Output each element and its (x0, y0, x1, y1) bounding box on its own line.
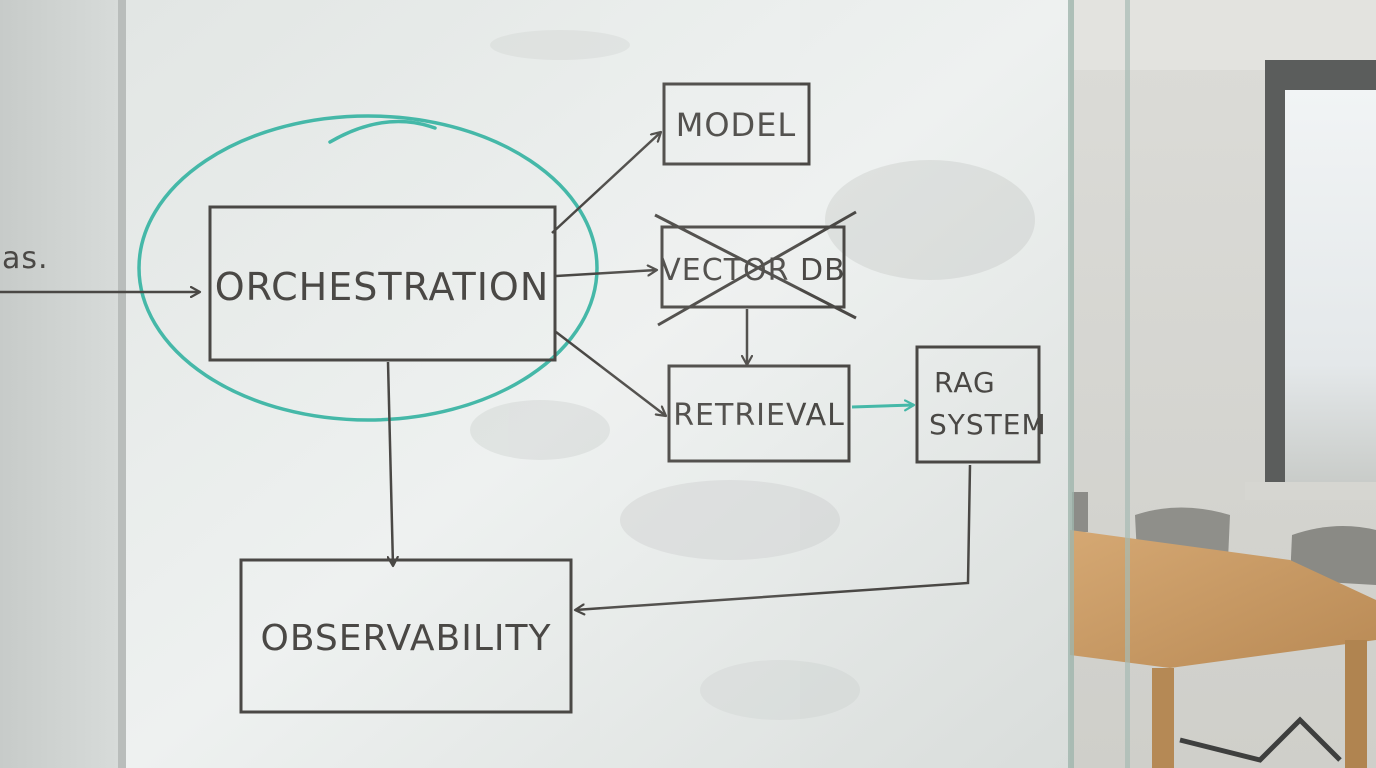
rag-label-line2: SYSTEM (929, 408, 1047, 441)
table-leg-1 (1152, 668, 1174, 768)
vector-db-box: VECTOR DB (654, 210, 857, 327)
conference-table (1070, 530, 1376, 668)
left-wall-panel (0, 0, 125, 768)
chair-base (1179, 716, 1342, 763)
rag-system-box: RAG SYSTEM (915, 345, 1047, 464)
arrow-to-retrieval (555, 331, 666, 416)
model-box: MODEL (662, 82, 811, 166)
arrow-to-model (551, 132, 661, 234)
cross-out-line-1 (654, 213, 857, 320)
model-label: MODEL (676, 106, 796, 144)
retrieval-label: RETRIEVAL (673, 398, 845, 433)
cross-out-line-2 (657, 210, 857, 327)
orchestration-label: ORCHESTRATION (215, 265, 550, 309)
rag-label-line1: RAG (934, 366, 996, 399)
highlight-circle (137, 114, 599, 422)
left-panel-edge (118, 0, 126, 768)
glass-edge-2 (1125, 0, 1130, 768)
arrow-to-observability (386, 361, 393, 566)
glass-glare (600, 0, 800, 768)
window-pane (1285, 90, 1376, 482)
orchestration-box: ORCHESTRATION (208, 205, 557, 362)
retrieval-box: RETRIEVAL (667, 364, 851, 463)
chair-back-3 (1072, 492, 1088, 532)
ceiling (1070, 0, 1376, 70)
observability-box: OBSERVABILITY (239, 558, 573, 714)
table-leg-2 (1345, 640, 1367, 768)
arrow-to-vector-db (555, 270, 657, 278)
highlight-circle-tail (328, 119, 437, 144)
arrow-rag-to-observability (575, 464, 972, 610)
edge-text: as. (2, 241, 49, 276)
arrow-retrieval-to-rag (851, 405, 914, 407)
eraser-smudges (470, 30, 1035, 720)
observability-label: OBSERVABILITY (261, 618, 552, 659)
glass-edge (1068, 0, 1074, 768)
window-sill (1245, 482, 1376, 500)
